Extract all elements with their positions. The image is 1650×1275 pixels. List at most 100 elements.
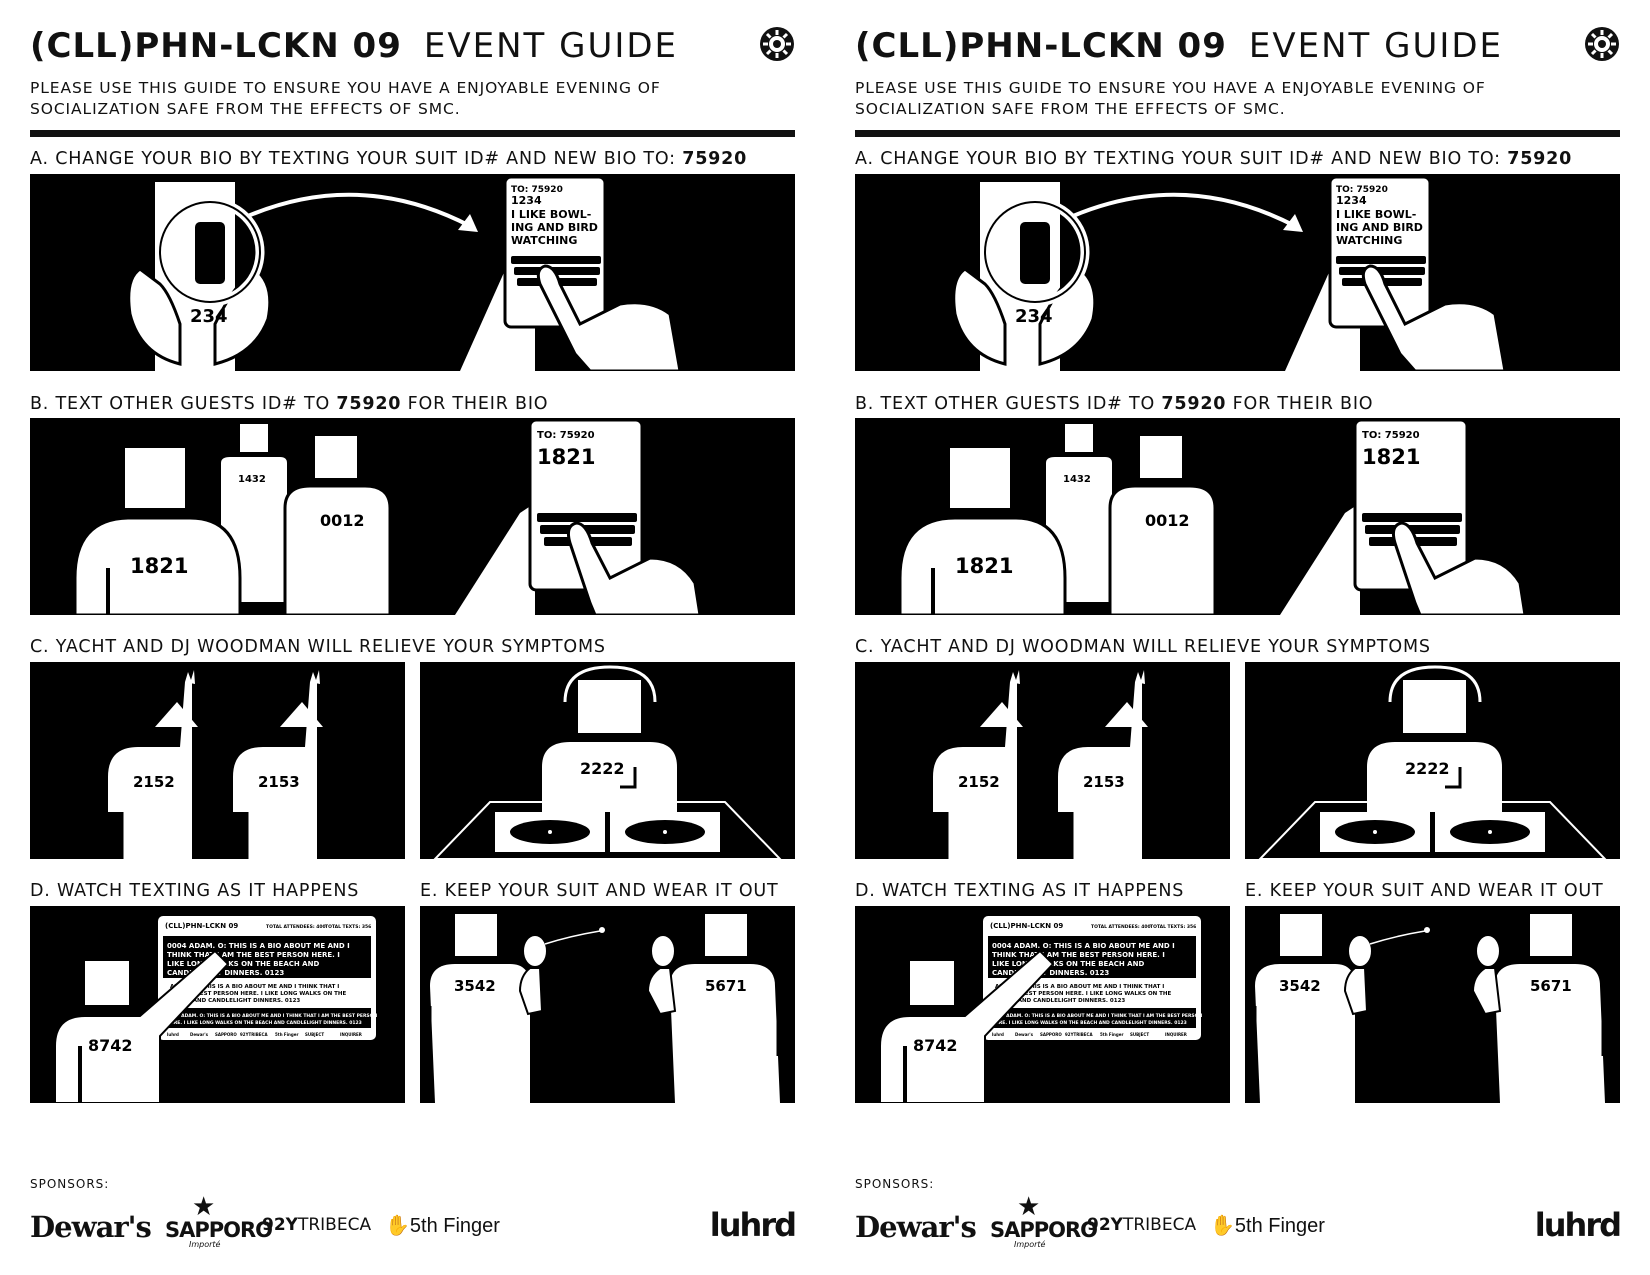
screen-sponsor: 92YTRIBECA: [240, 1032, 268, 1037]
screen-sponsor: Dewar's: [1015, 1032, 1034, 1037]
sponsors-label: SPONSORS:: [30, 1177, 110, 1191]
phone-keyboard: [511, 256, 601, 286]
luhrd-logo: luhrd: [1534, 1206, 1622, 1244]
phone-to: TO: 75920: [537, 430, 595, 441]
screen-sponsor: 5th Finger: [1100, 1032, 1123, 1037]
guest-id: 0012: [1145, 511, 1190, 530]
guest-id: 1432: [1063, 474, 1091, 485]
screen-message-line: LIKE LONG WALKS ON THE BEACH AND: [167, 960, 319, 968]
sponsors-label: SPONSORS:: [855, 1177, 935, 1191]
dj-illustration: 2222: [433, 665, 782, 859]
header-divider: [855, 130, 1620, 137]
guest-id: 1821: [955, 554, 1013, 578]
panel-watch-texting: (CLL)PHN-LCKN 09 TOTAL ATTENDEES: 400 TO…: [855, 906, 1230, 1103]
92y-mark: 92Y: [1087, 1215, 1123, 1235]
sapporo-wordmark: SAPPORO: [165, 1218, 273, 1242]
keep-suit-illustration: 3542 5671: [428, 914, 780, 1103]
gear-logo-icon: [1585, 27, 1619, 61]
screen-message-line: AM THE BEST PERSON HERE. I LIKE LONG WAL…: [995, 991, 1172, 997]
section-c-text: C. YACHT AND DJ WOODMAN WILL RELIEVE YOU…: [855, 637, 1431, 657]
screen-sponsor: 5th Finger: [275, 1032, 298, 1037]
guest-id: 3542: [454, 977, 496, 995]
panel-text-guests: 1432 0012 1821 TO: 75920 1821: [855, 418, 1620, 615]
phone-bio-line: I LIKE BOWL-: [511, 208, 591, 221]
panel-yacht: 2152 2153: [30, 662, 405, 859]
phone-bio-line: WATCHING: [511, 234, 577, 247]
suit-id-partial: 234: [190, 306, 228, 327]
phone-bio-line: ING AND BIRD: [1336, 221, 1423, 234]
viewer-id: 8742: [88, 1036, 133, 1055]
screen-sponsor-row: luhrd Dewar's SAPPORO 92YTRIBECA 5th Fin…: [992, 1032, 1187, 1037]
panel-yacht: 2152 2153: [855, 662, 1230, 859]
guest-id: 0012: [320, 511, 365, 530]
section-a-label: A. CHANGE YOUR BIO BY TEXTING YOUR SUIT …: [30, 149, 747, 169]
screen-message-line: ADAM. O: THIS IS A BIO ABOUT ME AND I TH…: [995, 984, 1164, 990]
tribeca-word: TRIBECA: [297, 1215, 372, 1235]
section-b-number: 75920: [336, 394, 402, 414]
phone-bio-line: I LIKE BOWL-: [1336, 208, 1416, 221]
screen-sponsor: INQUIRER: [1165, 1032, 1187, 1037]
star-icon: ★: [192, 1192, 216, 1222]
dj-id: 2222: [1405, 759, 1450, 778]
performer-id: 2152: [133, 773, 175, 791]
phone-id: 1821: [537, 445, 595, 469]
screen-sponsor: luhrd: [992, 1032, 1004, 1037]
yacht-illustration: 2152 2153: [933, 670, 1148, 859]
dj-illustration: 2222: [1258, 665, 1607, 859]
92y-tribeca-logo: 92YTRIBECA: [1087, 1215, 1196, 1235]
screen-message-line: 0004 ADAM. O: THIS IS A BIO ABOUT ME AND…: [167, 1013, 377, 1019]
screen-message-line: THINK THAT I AM THE BEST PERSON HERE. I: [992, 951, 1165, 959]
header-divider: [30, 130, 795, 137]
star-icon: ★: [1017, 1192, 1041, 1222]
screen-texts: TOTAL TEXTS: 356: [325, 924, 371, 930]
suit-id-partial: 234: [1015, 306, 1053, 327]
section-b-post: FOR THEIR BIO: [401, 394, 549, 414]
screen-message-line: BEACH AND CANDLELIGHT DINNERS. 0123: [995, 998, 1125, 1004]
panel-watch-texting: (CLL)PHN-LCKN 09 TOTAL ATTENDEES: 400 TO…: [30, 906, 405, 1103]
panel-dj: 2222: [420, 662, 795, 859]
screen-sponsor: SAPPORO: [1040, 1032, 1062, 1037]
performer-id: 2152: [958, 773, 1000, 791]
screen-sponsor: SUBJECT: [305, 1032, 324, 1037]
screen-sponsor: SUBJECT: [1130, 1032, 1149, 1037]
screen-title: (CLL)PHN-LCKN 09: [990, 922, 1063, 930]
5th-finger-logo: ✋5th Finger: [1210, 1215, 1325, 1237]
performer-id: 2153: [1083, 773, 1125, 791]
keep-suit-illustration: 3542 5671: [1253, 914, 1605, 1103]
phone-to: TO: 75920: [1336, 185, 1388, 195]
guide-subtitle: EVENT GUIDE: [423, 26, 679, 66]
screen-message-line: LIKE LONG WALKS ON THE BEACH AND: [992, 960, 1144, 968]
screen-sponsor: SAPPORO: [215, 1032, 237, 1037]
screen-title: (CLL)PHN-LCKN 09: [165, 922, 238, 930]
section-d-label: D. WATCH TEXTING AS IT HAPPENS: [30, 881, 359, 901]
panel-change-bio: 234 TO: 75920 1234 I LIKE BOWL- ING AND …: [855, 174, 1620, 371]
guide-subtitle: EVENT GUIDE: [1248, 26, 1504, 66]
section-a-number: 75920: [682, 149, 748, 169]
event-name: (CLL)PHN-LCKN 09: [855, 26, 1227, 66]
watch-texting-illustration: (CLL)PHN-LCKN 09 TOTAL ATTENDEES: 400 TO…: [54, 916, 377, 1103]
phone-id: 1234: [511, 194, 542, 207]
92y-tribeca-logo: 92YTRIBECA: [262, 1215, 371, 1235]
yacht-illustration: 2152 2153: [108, 670, 323, 859]
phone-bio-line: WATCHING: [1336, 234, 1402, 247]
section-e-label: E. KEEP YOUR SUIT AND WEAR IT OUT: [420, 881, 779, 901]
section-b-pre: B. TEXT OTHER GUESTS ID# TO: [30, 394, 337, 414]
change-bio-illustration: 234 TO: 75920 1234 I LIKE BOWL- ING AND …: [952, 175, 1507, 371]
sapporo-subtext: Importé: [1014, 1240, 1046, 1249]
screen-message-line: CANDLELIGHT DINNERS. 0123: [167, 969, 284, 977]
sapporo-logo: ★ SAPPORO Importé: [165, 1192, 273, 1250]
section-d-label: D. WATCH TEXTING AS IT HAPPENS: [855, 881, 1184, 901]
phone-to: TO: 75920: [1362, 430, 1420, 441]
phone-to: TO: 75920: [511, 185, 563, 195]
section-e-text: E. KEEP YOUR SUIT AND WEAR IT OUT: [1245, 881, 1604, 901]
panel-text-guests: 1432 0012 1821 TO: 75920 1821: [30, 418, 795, 615]
panel-change-bio: 234 TO: 75920 1234 I LIKE BOWL- ING AND …: [30, 174, 795, 371]
sponsor-logos: Dewar's ★ SAPPORO Importé 92YTRIBECA ✋5t…: [855, 1192, 1622, 1250]
5th-finger-logo: ✋5th Finger: [385, 1215, 500, 1237]
screen-message-line: THINK THAT I AM THE BEST PERSON HERE. I: [167, 951, 340, 959]
watch-texting-illustration: (CLL)PHN-LCKN 09 TOTAL ATTENDEES: 400 TO…: [879, 916, 1202, 1103]
section-a-text: A. CHANGE YOUR BIO BY TEXTING YOUR SUIT …: [30, 149, 683, 169]
screen-sponsor-row: luhrd Dewar's SAPPORO 92YTRIBECA 5th Fin…: [167, 1032, 362, 1037]
screen-message-line: ADAM. O: THIS IS A BIO ABOUT ME AND I TH…: [170, 984, 339, 990]
